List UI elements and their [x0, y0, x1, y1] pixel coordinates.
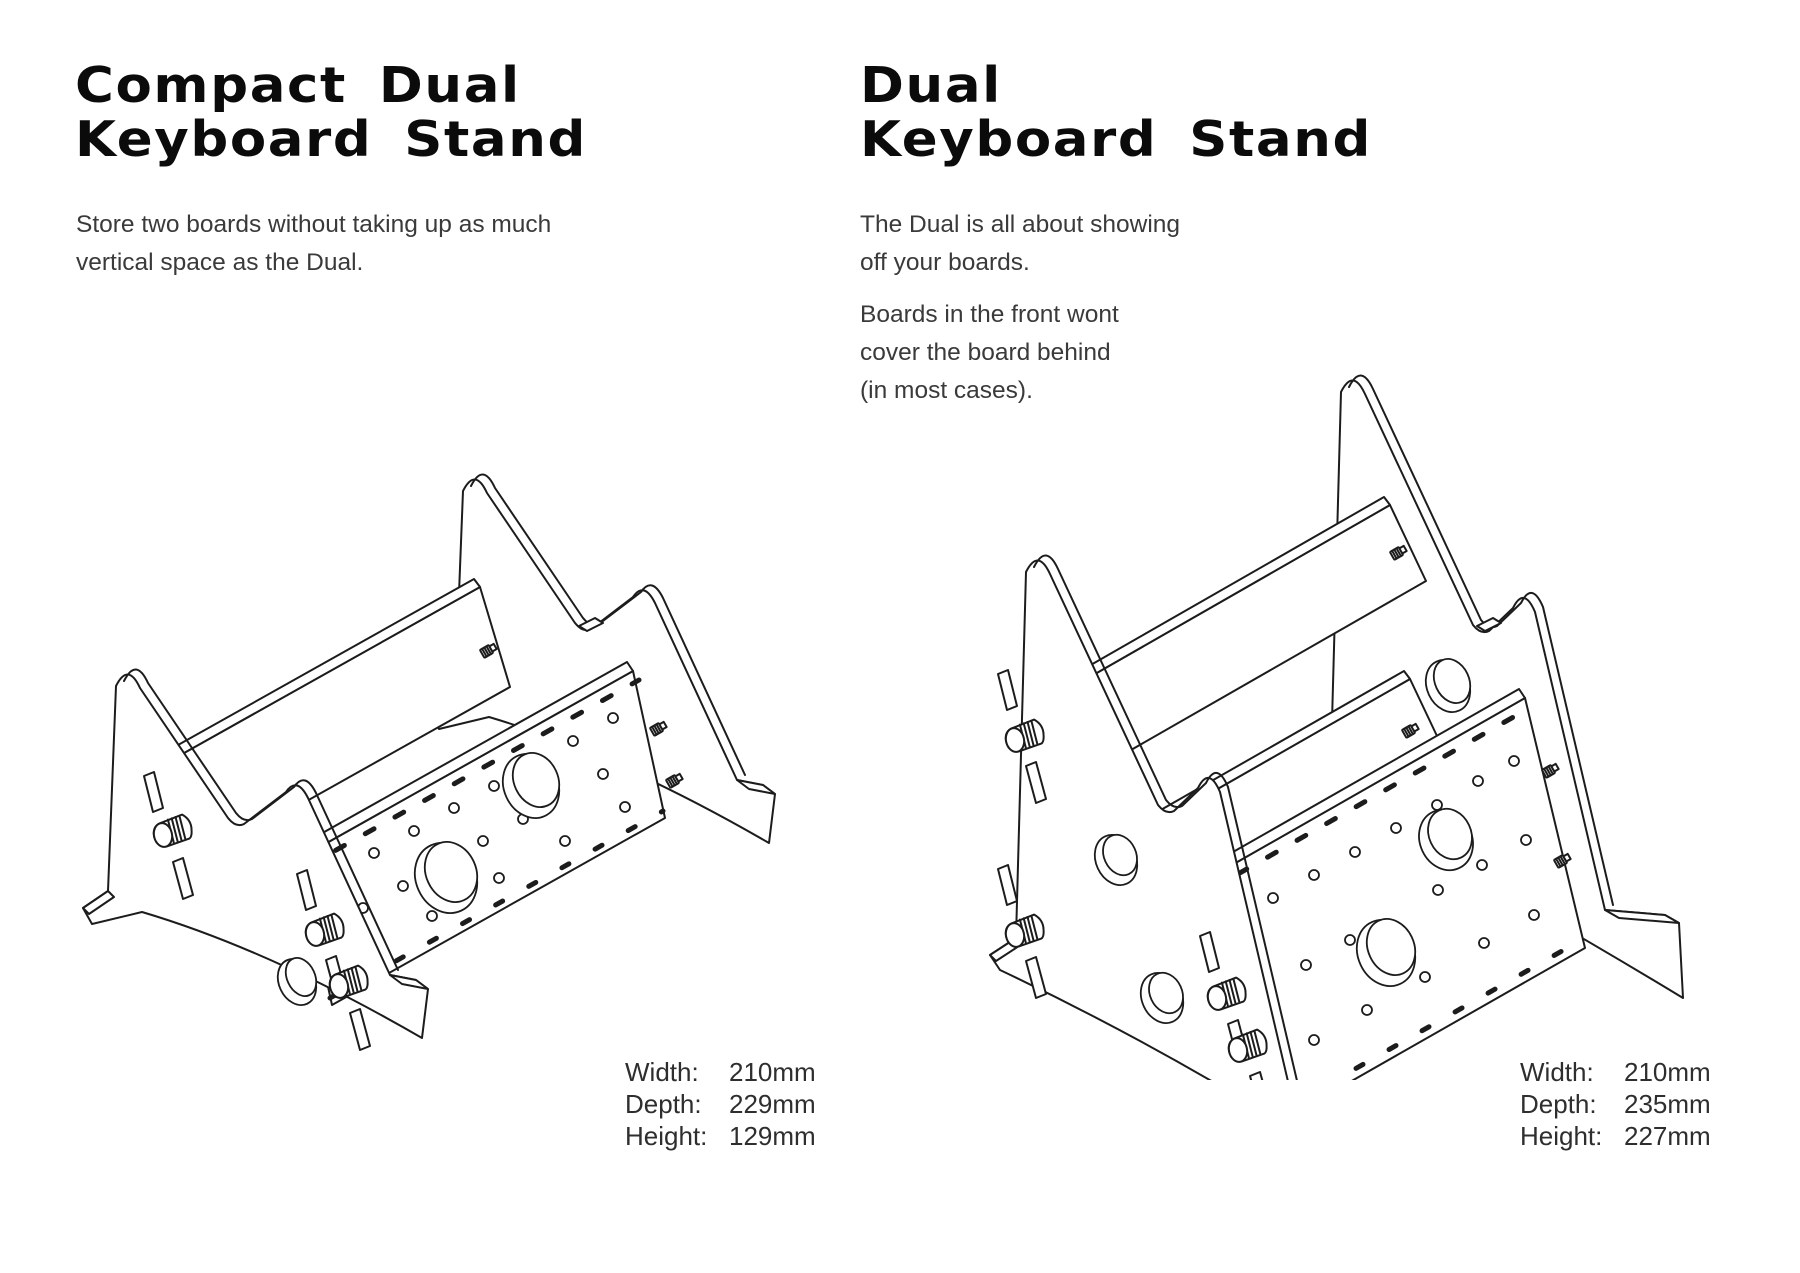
- dimension-label: Width:: [625, 1057, 699, 1087]
- compact-dual-keyboard-stand-isometric-line-drawing: [82, 473, 776, 1051]
- dimension-row: Depth: 229mm: [625, 1088, 816, 1120]
- compact-dimensions: Width: 210mm Depth: 229mm Height: 129mm: [625, 1056, 816, 1152]
- dimension-value: 129mm: [729, 1121, 816, 1151]
- dual-base-small-holes: [1267, 755, 1540, 1046]
- dimension-value: 227mm: [1624, 1121, 1711, 1151]
- dual-description-1-line-1: The Dual is all about showing: [860, 211, 1181, 238]
- dimension-row: Height: 129mm: [625, 1120, 816, 1152]
- dual-description-2-line-2: cover the board behind: [860, 339, 1111, 366]
- dual-thumbscrews: [997, 669, 1271, 1080]
- dimension-label: Depth:: [625, 1089, 702, 1119]
- dual-stand-drawing: [850, 300, 1730, 1080]
- compact-thumbscrews: [143, 771, 372, 1051]
- dimension-label: Height:: [625, 1121, 708, 1151]
- compact-title-line-2: Keyboard Stand: [75, 111, 588, 168]
- dual-description-2-line-1: Boards in the front wont: [860, 301, 1119, 328]
- dimension-value: 210mm: [729, 1057, 816, 1087]
- dual-description-2: Boards in the front wont cover the board…: [860, 296, 1119, 410]
- compact-description-line-1: Store two boards without taking up as mu…: [76, 211, 552, 238]
- compact-base-small-holes: [328, 712, 631, 959]
- dual-description-2-line-3: (in most cases).: [860, 377, 1033, 404]
- dual-keyboard-stand-isometric-line-drawing: [989, 374, 1684, 1080]
- dimension-label: Height:: [1520, 1121, 1603, 1151]
- dimension-value: 229mm: [729, 1089, 816, 1119]
- dual-title-line-1: Dual: [860, 57, 1002, 114]
- dimension-row: Height: 227mm: [1520, 1120, 1711, 1152]
- dimension-label: Width:: [1520, 1057, 1594, 1087]
- dimension-row: Depth: 235mm: [1520, 1088, 1711, 1120]
- compact-stand-drawing: [30, 410, 830, 1060]
- dimension-value: 210mm: [1624, 1057, 1711, 1087]
- compact-base-large-holes: [413, 752, 561, 914]
- dimension-row: Width: 210mm: [625, 1056, 816, 1088]
- dual-description-1-line-2: off your boards.: [860, 249, 1030, 276]
- compact-title-line-1: Compact Dual: [75, 57, 521, 114]
- compact-description: Store two boards without taking up as mu…: [76, 206, 551, 282]
- compact-perforated-base-plate: [293, 661, 685, 1006]
- compact-description-line-2: vertical space as the Dual.: [76, 249, 364, 276]
- dimension-row: Width: 210mm: [1520, 1056, 1711, 1088]
- dimension-value: 235mm: [1624, 1089, 1711, 1119]
- dual-base-large-holes: [1355, 807, 1474, 987]
- dual-description-1: The Dual is all about showing off your b…: [860, 206, 1180, 282]
- compact-near-side-panel: [82, 668, 429, 1039]
- dual-title-line-2: Keyboard Stand: [860, 111, 1373, 168]
- dimension-label: Depth:: [1520, 1089, 1597, 1119]
- dual-dimensions: Width: 210mm Depth: 235mm Height: 227mm: [1520, 1056, 1711, 1152]
